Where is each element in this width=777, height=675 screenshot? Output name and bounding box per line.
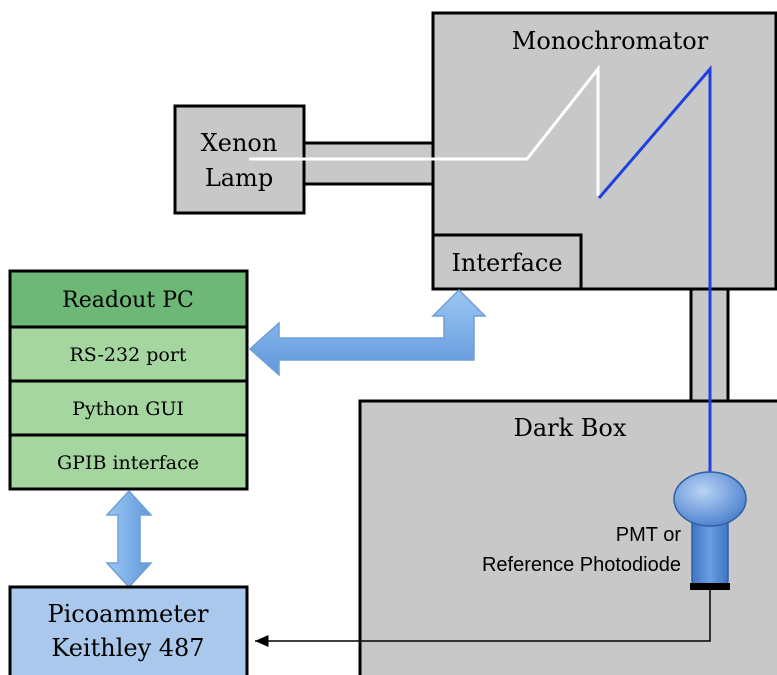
- dark-box-label: Dark Box: [514, 414, 627, 442]
- readout-pc-row-python-gui: Python GUI: [72, 398, 184, 420]
- white-light-beam: [249, 64, 600, 196]
- readout-pc-row-gpib: GPIB interface: [57, 452, 199, 474]
- interface-box: Interface: [431, 233, 583, 291]
- monochromator-label: Monochromator: [512, 27, 709, 55]
- detector-label-line2: Reference Photodiode: [482, 554, 681, 576]
- detector-label-line1: PMT or: [616, 524, 682, 546]
- dark-box: Dark Box: [358, 399, 777, 675]
- readout-pc-title: Readout PC: [62, 288, 194, 313]
- gpib-link-arrow: [105, 489, 153, 589]
- interface-label: Interface: [451, 249, 562, 277]
- pmt-detector: [673, 471, 747, 590]
- signal-cable: [255, 590, 711, 647]
- lamp-connector: [302, 141, 435, 186]
- picoammeter: Picoammeter Keithley 487: [8, 585, 249, 675]
- picoammeter-label-line2: Keithley 487: [51, 634, 204, 662]
- monochromatic-beam: [597, 64, 712, 478]
- rs232-link-arrow: [248, 288, 487, 377]
- xenon-lamp-label-line2: Lamp: [205, 164, 273, 192]
- readout-pc: Readout PC RS-232 port Python GUI GPIB i…: [8, 269, 249, 491]
- readout-pc-row-rs232: RS-232 port: [69, 344, 186, 366]
- xenon-lamp-label-line1: Xenon: [201, 129, 278, 157]
- picoammeter-label-line1: Picoammeter: [47, 600, 209, 628]
- xenon-lamp: Xenon Lamp: [173, 104, 306, 215]
